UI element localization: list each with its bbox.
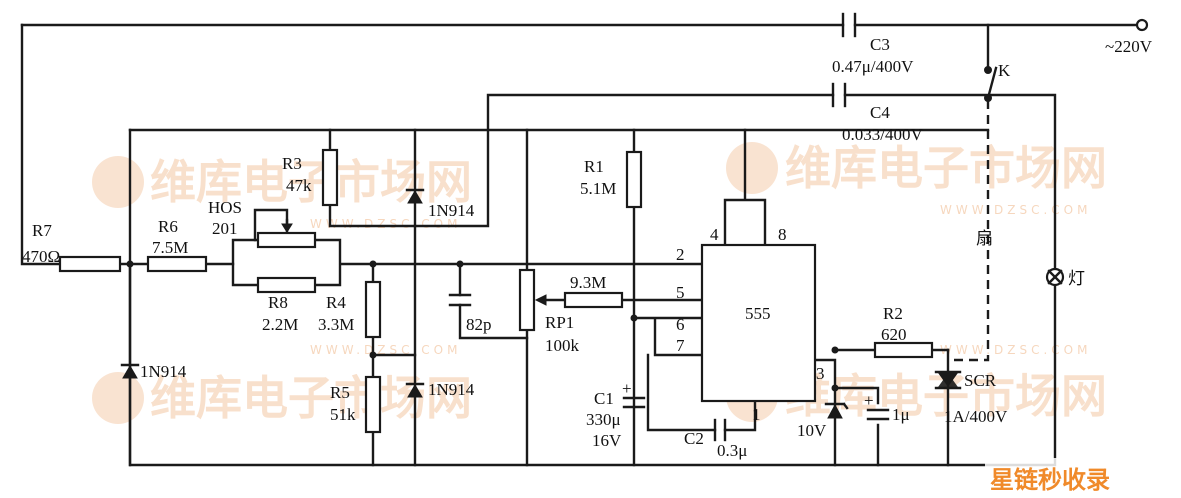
watermark-text: 维库电子市场网 bbox=[785, 141, 1107, 195]
zener-value: 10V bbox=[797, 421, 827, 440]
banner-text: 星链秒收录 bbox=[990, 466, 1110, 494]
switch-ref: K bbox=[998, 61, 1011, 80]
c1-ref: C1 bbox=[594, 389, 614, 408]
ic-label: 555 bbox=[745, 304, 771, 323]
r5-value: 51k bbox=[330, 405, 356, 424]
c1-value: 330μ bbox=[586, 410, 621, 429]
capacitor-1u: + 1μ bbox=[864, 391, 910, 424]
r1-ref: R1 bbox=[584, 157, 604, 176]
watermark-url: WWW.DZSC.COM bbox=[310, 217, 461, 231]
c3-value: 0.47μ/400V bbox=[832, 57, 914, 76]
c2-ref: C2 bbox=[684, 429, 704, 448]
r7-value: 470Ω bbox=[22, 247, 60, 266]
ic-555: 555 4 8 2 5 6 7 3 1 bbox=[676, 225, 825, 424]
switch-k: K bbox=[984, 61, 1011, 102]
watermark-url: WWW.DZSC.COM bbox=[310, 343, 461, 357]
ic-pin-label: 2 bbox=[676, 245, 685, 264]
hos-ref: HOS bbox=[208, 198, 242, 217]
r3-value: 47k bbox=[286, 176, 312, 195]
r6-value: 7.5M bbox=[152, 238, 188, 257]
r4-ref: R4 bbox=[326, 293, 346, 312]
lamp-label: 灯 bbox=[1068, 269, 1085, 289]
rp1-value: 100k bbox=[545, 336, 580, 355]
r1-value: 5.1M bbox=[580, 179, 616, 198]
ic-pin-label: 7 bbox=[676, 336, 685, 355]
resistor-r6: R6 7.5M bbox=[146, 217, 208, 273]
c4-value: 0.033/400V bbox=[842, 125, 923, 144]
c4-ref: C4 bbox=[870, 103, 890, 122]
ic-pin-label: 4 bbox=[710, 225, 719, 244]
mains-terminal: ~220V bbox=[1105, 18, 1153, 56]
potentiometer-rp1: RP1 100k bbox=[518, 268, 580, 355]
c2-value: 0.3μ bbox=[717, 441, 747, 460]
r2-value: 620 bbox=[881, 325, 907, 344]
junction-dots bbox=[126, 260, 839, 392]
resistor-r8: R8 2.2M bbox=[256, 276, 317, 334]
r6-ref: R6 bbox=[158, 217, 178, 236]
r2-ref: R2 bbox=[883, 304, 903, 323]
c1-plus-icon: + bbox=[622, 379, 632, 398]
capacitor-c4: C4 0.033/400V bbox=[831, 82, 923, 144]
watermark-text: 维库电子市场网 bbox=[150, 371, 472, 425]
ic-pin-label: 6 bbox=[676, 315, 685, 334]
diode-mid: 1N914 bbox=[405, 380, 475, 399]
r7-ref: R7 bbox=[32, 221, 52, 240]
wiring bbox=[20, 23, 1142, 467]
c1u-value: 1μ bbox=[892, 405, 910, 424]
r4-value: 3.3M bbox=[318, 315, 354, 334]
resistor-r5: R5 51k bbox=[330, 375, 382, 434]
c1-voltage: 16V bbox=[592, 431, 622, 450]
ic-pin-label: 8 bbox=[778, 225, 787, 244]
sensor-hos: HOS 201 bbox=[208, 198, 317, 249]
watermark-url: WWW.DZSC.COM bbox=[940, 343, 1091, 357]
capacitor-c3: C3 0.47μ/400V bbox=[832, 12, 914, 76]
hos-value: 201 bbox=[212, 219, 238, 238]
r8-value: 2.2M bbox=[262, 315, 298, 334]
rp1-ref: RP1 bbox=[545, 313, 574, 332]
resistor-r3: R3 47k bbox=[282, 148, 339, 207]
lamp-icon: 灯 bbox=[1045, 267, 1085, 289]
resistor-r7: R7 470Ω bbox=[22, 221, 122, 273]
diode-top: 1N914 bbox=[405, 188, 475, 220]
c82p-value: 82p bbox=[466, 315, 492, 334]
watermark-url: WWW.DZSC.COM bbox=[940, 203, 1091, 217]
capacitor-c2: C2 0.3μ bbox=[684, 418, 747, 460]
resistor-93m: 9.3M bbox=[563, 273, 624, 309]
ic-pin-label: 1 bbox=[752, 405, 761, 424]
resistor-r2: R2 620 bbox=[873, 304, 934, 359]
diode-left: 1N914 bbox=[120, 362, 187, 381]
r93-value: 9.3M bbox=[570, 273, 606, 292]
diode-mid-value: 1N914 bbox=[428, 380, 475, 399]
fan-label: 扇 bbox=[976, 229, 993, 249]
scr-thyristor: SCR 1A/400V bbox=[934, 370, 1008, 426]
zener-diode: 10V bbox=[797, 402, 849, 440]
c3-ref: C3 bbox=[870, 35, 890, 54]
scr-value: 1A/400V bbox=[944, 407, 1008, 426]
capacitor-82p: 82p bbox=[448, 293, 492, 334]
r5-ref: R5 bbox=[330, 383, 350, 402]
ic-pin-label: 5 bbox=[676, 283, 685, 302]
scr-ref: SCR bbox=[964, 371, 997, 390]
diode-left-value: 1N914 bbox=[140, 362, 187, 381]
r8-ref: R8 bbox=[268, 293, 288, 312]
r3-ref: R3 bbox=[282, 154, 302, 173]
capacitor-c1: + C1 330μ 16V bbox=[586, 379, 646, 450]
diode-top-value: 1N914 bbox=[428, 201, 475, 220]
resistor-r1: R1 5.1M bbox=[580, 150, 643, 209]
site-banner: 星链秒收录 bbox=[985, 458, 1181, 498]
ic-pin-label: 3 bbox=[816, 364, 825, 383]
resistor-r4: R4 3.3M bbox=[318, 280, 382, 339]
c1u-plus-icon: + bbox=[864, 391, 874, 410]
mains-label: ~220V bbox=[1105, 37, 1153, 56]
